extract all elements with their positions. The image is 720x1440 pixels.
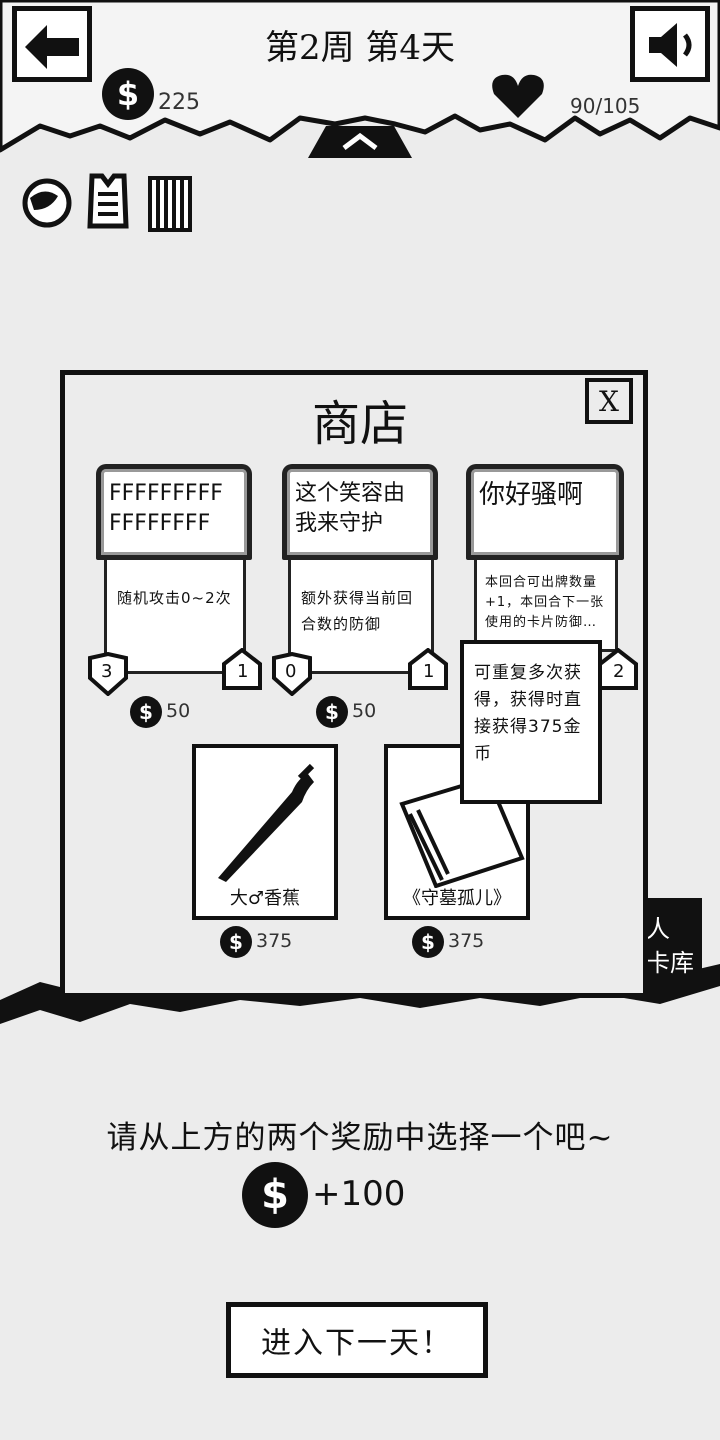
arrow-left-icon (25, 25, 79, 69)
item-frame: 《守墓孤儿》 (384, 744, 530, 920)
top-paper-band (0, 0, 720, 153)
item-name: 《守墓孤儿》 (403, 888, 511, 909)
card-price: 50 (166, 700, 191, 722)
card-cost-badge: 0 (272, 651, 312, 697)
price-coin-icon: $ (220, 926, 252, 958)
heart-icon (492, 74, 544, 118)
card-title: FFFFFFFFF FFFFFFFF (96, 464, 252, 560)
close-button[interactable]: X (585, 378, 633, 424)
speaker-icon (649, 23, 692, 67)
page-title: 第2周 第4天 (264, 28, 456, 68)
reward-prompt: 请从上方的两个奖励中选择一个吧~ (106, 1120, 614, 1156)
reward-gold-amount: +100 (312, 1174, 406, 1214)
card-rarity-badge: 2 (596, 647, 638, 692)
card-cost: 3 (101, 661, 113, 682)
item-price: 375 (256, 930, 293, 952)
price-coin-icon: $ (316, 696, 348, 728)
card-price: 50 (352, 700, 377, 722)
relic-cage-icon[interactable] (146, 172, 196, 234)
banana-sword-icon (218, 763, 315, 882)
sound-button[interactable] (630, 6, 710, 82)
card-description: 本回合可出牌数量+1，本回合下一张使用的卡片防御… (474, 556, 618, 652)
item-price: 375 (448, 930, 485, 952)
health-amount: 90/105 (570, 94, 641, 118)
book-icon (399, 775, 525, 888)
price-coin-icon: $ (130, 696, 162, 728)
card-rarity: 2 (613, 661, 625, 682)
card-description: 额外获得当前回合数的防御 (288, 556, 434, 674)
shop-title: 商店 (311, 396, 408, 452)
card-rarity: 1 (237, 661, 249, 682)
gold-amount: 225 (158, 90, 200, 115)
card-title: 这个笑容由我来守护 (282, 464, 438, 560)
card-library-tab[interactable]: 人 卡库 (640, 898, 702, 990)
card-rarity: 1 (423, 661, 435, 682)
relic-shell-icon[interactable] (20, 176, 74, 230)
card-rarity-badge: 1 (406, 647, 448, 692)
card-description: 随机攻击0~2次 (104, 556, 246, 674)
item-frame: 大♂香蕉 (192, 744, 338, 920)
card-cost-badge: 3 (88, 651, 128, 697)
gold-coin-icon: $ (102, 68, 154, 120)
next-day-button[interactable]: 进入下一天！ (226, 1302, 488, 1378)
card-title: 你好骚啊 (466, 464, 624, 560)
expand-tab[interactable] (308, 118, 412, 160)
chevron-up-icon (308, 126, 412, 158)
price-coin-icon: $ (412, 926, 444, 958)
item-name: 大♂香蕉 (229, 888, 301, 909)
card-cost: 0 (285, 661, 297, 682)
relic-armor-icon[interactable] (84, 170, 132, 232)
reward-coin-icon: $ (242, 1162, 308, 1228)
back-button[interactable] (12, 6, 92, 82)
card-rarity-badge: 1 (220, 647, 262, 692)
item-tooltip: 可重复多次获得，获得时直接获得375金币 (460, 640, 602, 804)
